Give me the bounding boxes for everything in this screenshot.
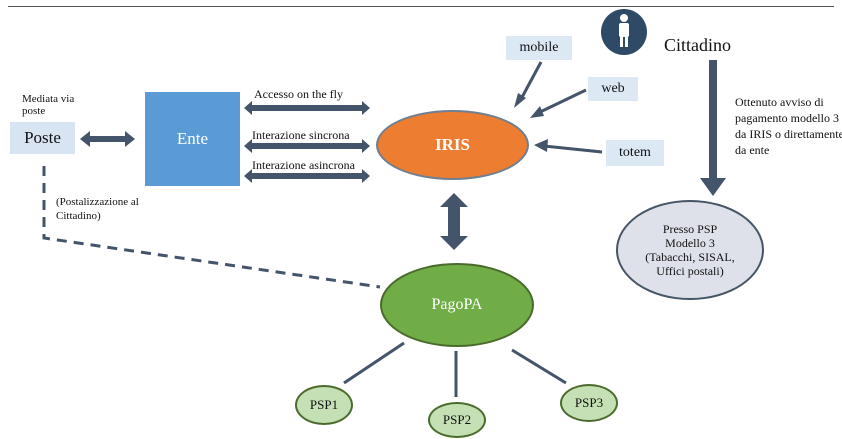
label-sincrona: Interazione sincrona [252,128,350,142]
top-rule [8,6,834,7]
iris-node: IRIS [376,110,529,180]
poste-note: Mediata via poste [22,93,75,117]
ente-box: Ente [145,92,240,186]
presso-psp-node: Presso PSP Modello 3 (Tabacchi, SISAL, U… [616,200,764,300]
pagopa-node: PagoPA [380,263,534,347]
presso-line-1: Presso PSP [662,222,718,236]
accesso-arrow [244,101,370,115]
cittadino-label: Cittadino [664,35,731,55]
poste-ente-arrow [80,131,135,147]
presso-line-2: Modello 3 [665,236,715,250]
sincrona-arrow [244,139,370,153]
psp2-node: PSP2 [428,402,486,438]
postal-dashed-line [42,166,381,289]
pagopa-psp3-line [511,348,567,385]
presso-line-3: (Tabacchi, SISAL, Uffici postali) [645,250,735,278]
mobile-arrow [518,61,543,102]
totem-channel: totem [606,140,664,166]
psp1-node: PSP1 [295,385,353,425]
person-icon [601,9,647,55]
pagopa-psp1-line [343,341,405,385]
mobile-channel: mobile [506,36,572,60]
psp3-node: PSP3 [560,384,618,422]
label-asincrona: Interazione asincrona [252,158,355,172]
totem-arrow [543,144,603,154]
web-channel: web [588,77,638,101]
postalizzazione-note: (Postalizzazione al Cittadino) [56,196,139,222]
web-arrow [537,88,587,115]
asincrona-arrow [244,169,370,183]
poste-box: Poste [10,122,75,154]
cittadino-arrow [700,60,726,196]
ottenuto-note: Ottenuto avviso di pagamento modello 3 d… [735,95,842,157]
label-accesso: Accesso on the fly [254,87,343,101]
iris-pagopa-arrow [440,193,468,250]
